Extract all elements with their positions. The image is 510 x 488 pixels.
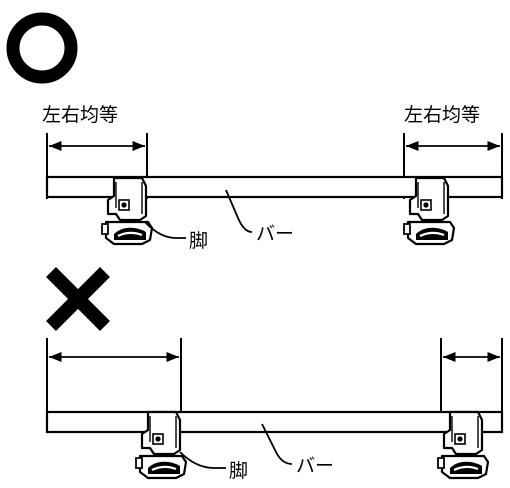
bar-label: バー <box>256 223 294 245</box>
incorrect-example: 脚 バー <box>45 267 504 482</box>
correct-symbol-icon <box>6 12 78 84</box>
foot-label: 脚 <box>189 230 208 252</box>
bar <box>45 175 504 199</box>
foot-leader-line <box>144 221 186 239</box>
bar-leader-line <box>261 423 293 465</box>
foot-leader-line <box>179 451 226 469</box>
bar-label: バー <box>296 455 334 477</box>
left-dimension-arrow <box>46 338 182 422</box>
right-label: 左右均等 <box>404 104 480 126</box>
right-dimension-arrow <box>440 338 503 422</box>
correct-example: 左右均等 左右均等 脚 バー <box>6 12 504 252</box>
incorrect-symbol-icon <box>46 267 110 331</box>
bar-leader-line <box>225 189 253 233</box>
foot-label: 脚 <box>229 460 248 482</box>
bar <box>45 410 504 434</box>
left-label: 左右均等 <box>42 104 118 126</box>
